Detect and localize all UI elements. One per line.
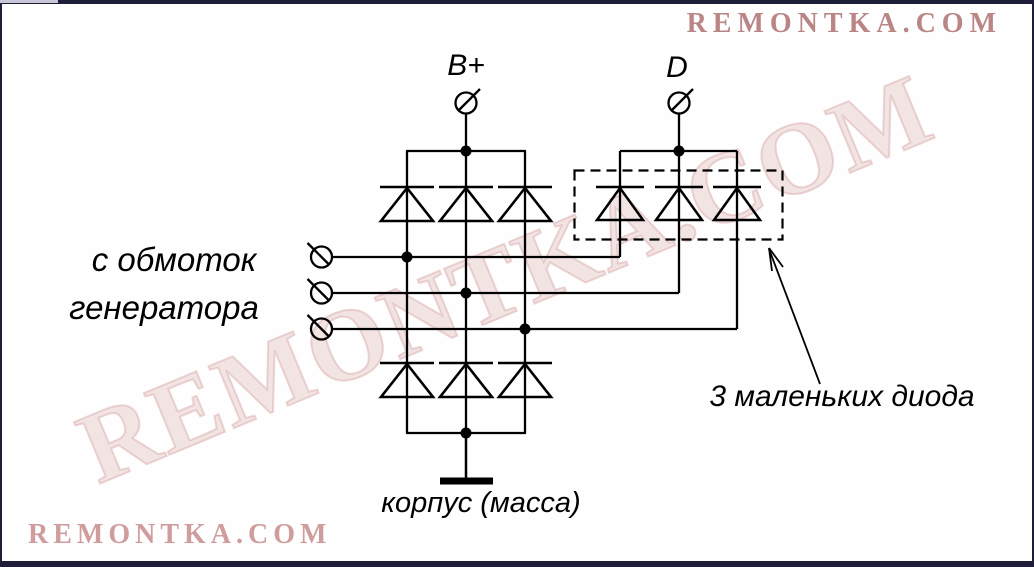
winding-terminal-icon-3 xyxy=(306,314,334,341)
small-diodes-label: 3 маленьких диода xyxy=(709,380,975,413)
junction-dot xyxy=(519,323,531,335)
d-label: D xyxy=(666,51,688,84)
ground-label: корпус (масса) xyxy=(381,487,581,519)
bplus-label: B+ xyxy=(447,49,485,82)
d-terminal-icon xyxy=(667,88,694,152)
small-diodes-dashed-box xyxy=(573,169,784,241)
junction-dot xyxy=(673,145,685,157)
watermark-top-right: REMONTKA.COM xyxy=(686,8,1002,39)
winding-terminal-icon-2 xyxy=(306,278,334,305)
annotation-arrow xyxy=(768,247,821,385)
watermark-bottom-left: REMONTKA.COM xyxy=(28,519,332,550)
bplus-terminal-icon xyxy=(454,88,481,152)
junction-dot xyxy=(460,145,472,157)
windings-label-line2: генератора xyxy=(69,289,259,326)
windings-label-line1: с обмоток xyxy=(91,241,257,278)
junction-dot xyxy=(401,251,413,263)
ground-icon xyxy=(440,433,493,485)
winding-terminal-icon-1 xyxy=(306,242,334,269)
junction-dot xyxy=(460,287,472,299)
